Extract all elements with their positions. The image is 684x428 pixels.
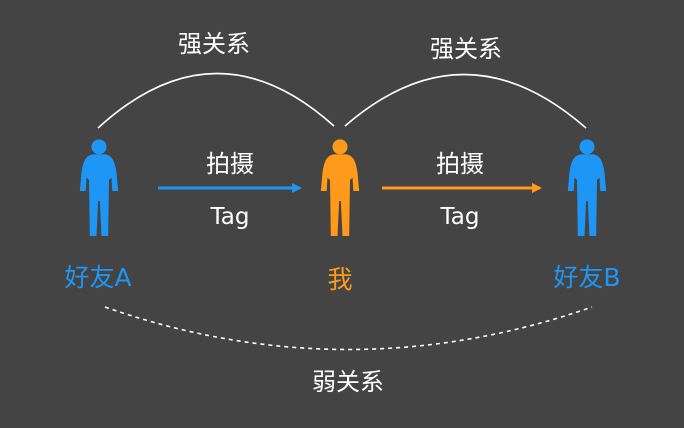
strong-arc-right — [344, 73, 587, 129]
friend-a-label: 好友A — [64, 263, 131, 292]
weak-label: 弱关系 — [312, 368, 384, 396]
arrow-left-label-top: 拍摄 — [206, 150, 254, 178]
me-label: 我 — [327, 265, 352, 294]
weak-arc — [104, 306, 593, 351]
strong-right-label: 强关系 — [430, 35, 502, 63]
arrow-right-label-top: 拍摄 — [436, 150, 484, 178]
arrow-left-label-bottom: Tag — [210, 204, 250, 230]
strong-arc-left — [97, 72, 335, 129]
friend-b-person-icon — [567, 139, 607, 236]
strong-left-label: 强关系 — [178, 30, 250, 58]
me-person-icon — [320, 139, 360, 236]
friend-b-label: 好友B — [553, 263, 620, 292]
friend-a-person-icon — [79, 139, 119, 236]
arrow-right-label-bottom: Tag — [440, 204, 480, 230]
